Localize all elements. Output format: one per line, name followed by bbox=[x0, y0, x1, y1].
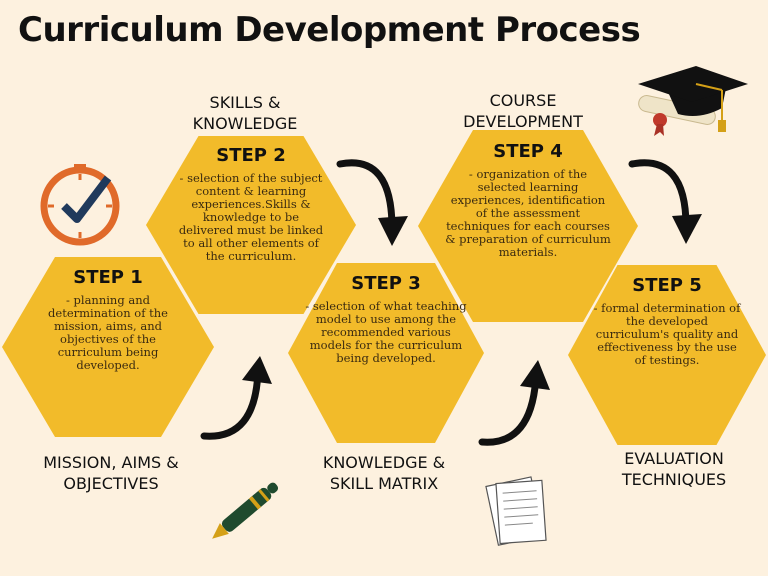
step-4-caption: COURSE DEVELOPMENT bbox=[463, 91, 583, 131]
papers-icon bbox=[485, 476, 547, 546]
step-1-caption: MISSION, AIMS & OBJECTIVES bbox=[43, 453, 179, 493]
step-5-hexagon bbox=[568, 265, 766, 445]
step-1-description: - planning and determination of the miss… bbox=[48, 293, 168, 372]
graduation-cap-icon bbox=[638, 66, 748, 136]
step-3-content: STEP 3 - selection of what teaching mode… bbox=[300, 273, 472, 365]
arrow-step4-to-step5 bbox=[628, 159, 702, 244]
step-1-content: STEP 1 - planning and determination of t… bbox=[38, 267, 178, 372]
step-5-caption: EVALUATION TECHNIQUES bbox=[621, 449, 727, 489]
step-2-description: - selection of the subject content & lea… bbox=[178, 171, 324, 263]
step-5-content: STEP 5 - formal determination of the dev… bbox=[592, 275, 742, 367]
step-5-description: - formal determination of the developed … bbox=[593, 301, 741, 367]
step-2-content: STEP 2 - selection of the subject conten… bbox=[176, 145, 326, 263]
step-5-title: STEP 5 bbox=[632, 275, 702, 296]
step-2-title: STEP 2 bbox=[216, 145, 286, 166]
step-1-title: STEP 1 bbox=[73, 267, 143, 288]
step-4-title: STEP 4 bbox=[493, 141, 563, 162]
arrow-step3-to-step4 bbox=[478, 360, 550, 446]
clock-check-icon bbox=[40, 164, 120, 246]
step-4-description: - organization of the selected learning … bbox=[445, 167, 611, 259]
step-3-description: - selection of what teaching model to us… bbox=[305, 299, 467, 365]
step-4-content: STEP 4 - organization of the selected le… bbox=[445, 141, 611, 259]
arrow-step2-to-step3 bbox=[336, 159, 408, 246]
step-3-caption: KNOWLEDGE & SKILL MATRIX bbox=[322, 453, 446, 493]
pen-icon bbox=[212, 482, 279, 539]
page-title: Curriculum Development Process bbox=[18, 10, 641, 50]
step-2-caption: SKILLS & KNOWLEDGE bbox=[192, 93, 298, 133]
arrow-step1-to-step2 bbox=[200, 356, 272, 440]
step-3-title: STEP 3 bbox=[351, 273, 421, 294]
